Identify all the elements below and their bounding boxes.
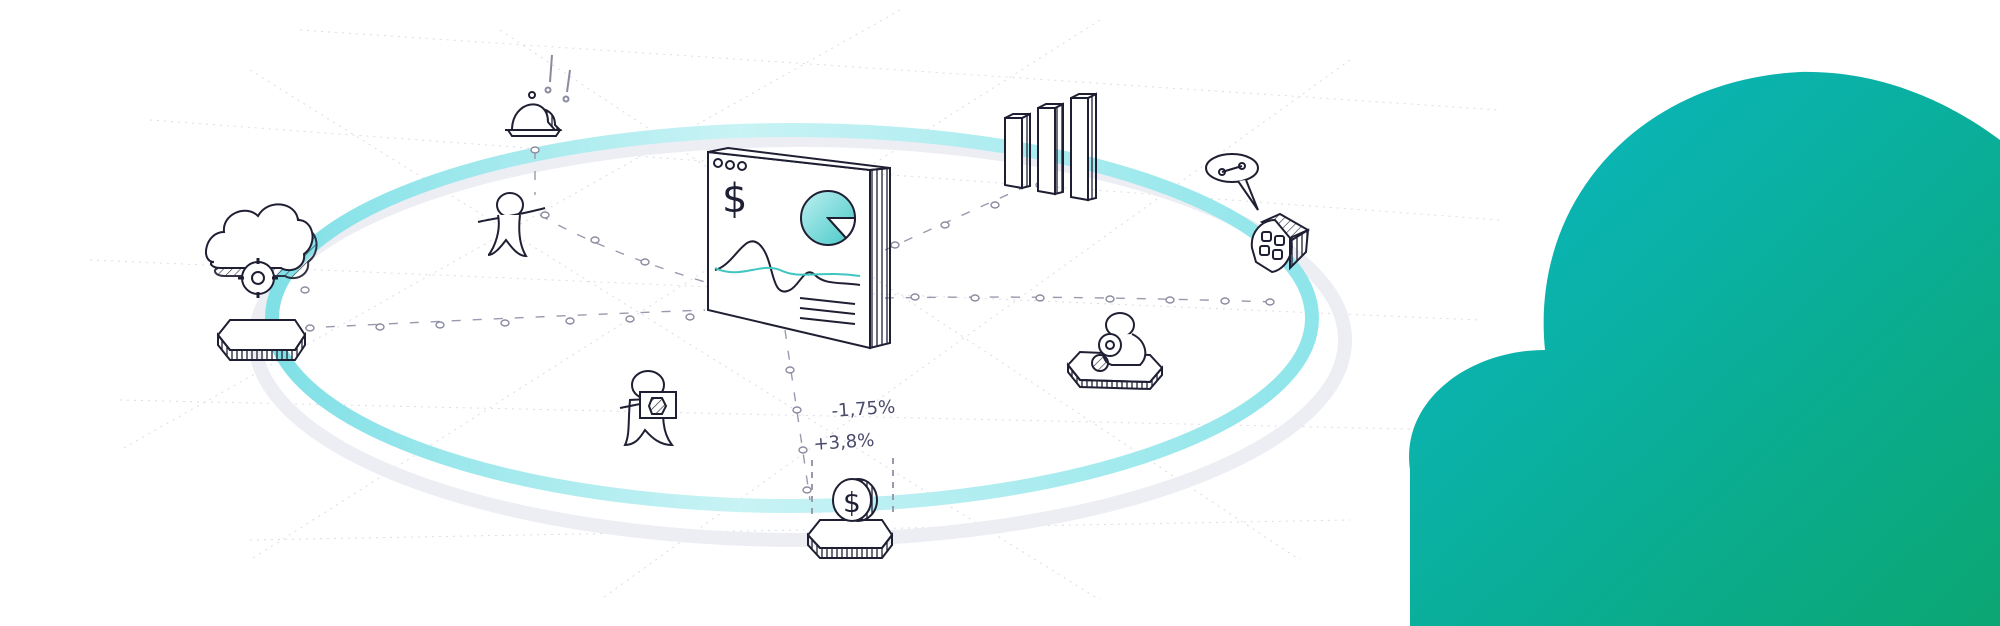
- hexagon-platform-icon: [216, 319, 307, 361]
- perspective-grid: [89, 9, 1501, 601]
- connection-paths: [304, 150, 1276, 501]
- person-with-gear-icon: [1066, 312, 1164, 391]
- speech-bubble-icon: [1205, 153, 1259, 211]
- person-celebrating-icon: [477, 192, 546, 258]
- coin-icon: [806, 458, 894, 559]
- person-with-box-icon: [619, 370, 677, 447]
- coin-currency-symbol: $: [843, 486, 861, 519]
- cloud-gear-icon: [205, 203, 318, 298]
- orbit-ring: [265, 123, 1319, 513]
- dashboard-window-icon: [707, 146, 891, 350]
- delta-positive-label: +3,8%: [813, 430, 875, 455]
- dashboard-currency-symbol: $: [722, 176, 747, 222]
- delta-negative-label: -1,75%: [831, 397, 896, 422]
- brand-cloud-shape: [1409, 71, 2000, 626]
- app-cube-icon: [1250, 212, 1310, 274]
- bell-icon: [505, 54, 571, 137]
- bar-columns-icon: [1004, 92, 1097, 202]
